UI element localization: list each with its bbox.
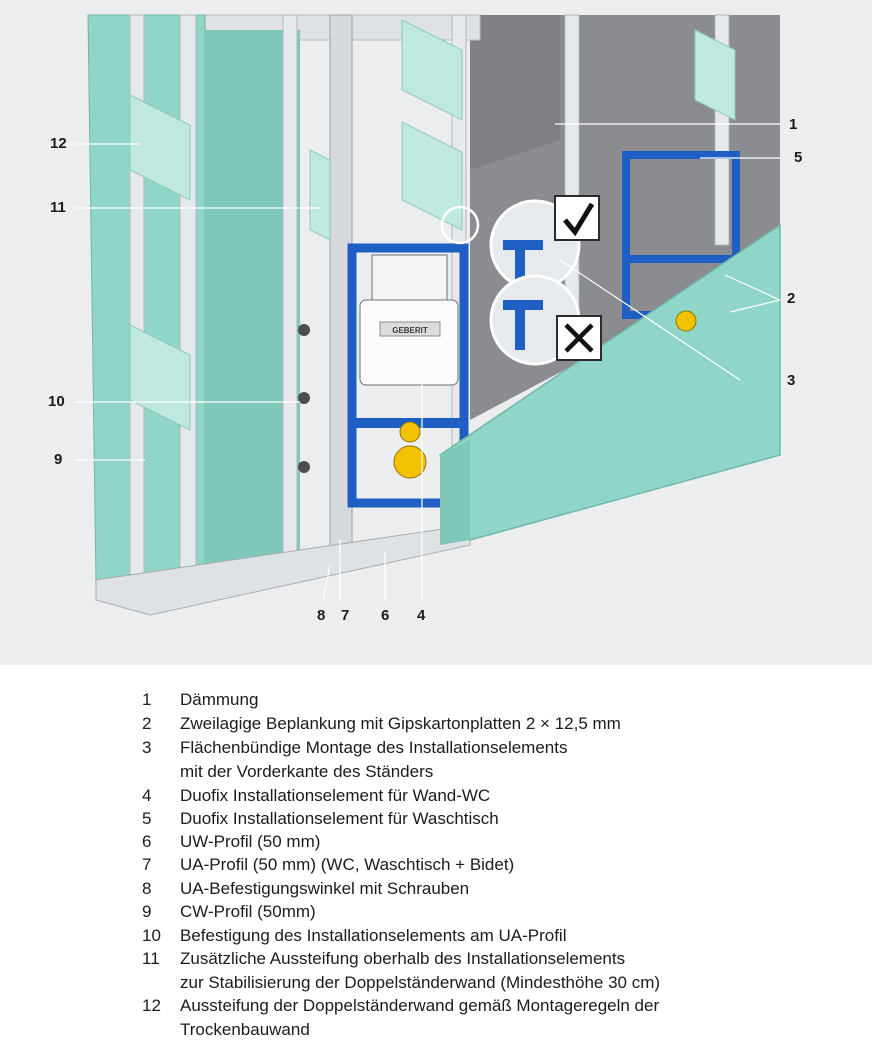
washbasin-crossbar [626, 255, 736, 263]
check-mark-icon [563, 202, 595, 237]
legend-text: UA-Profil (50 mm) (WC, Waschtisch + Bide… [180, 855, 515, 874]
wc-water-fitting [399, 421, 421, 443]
legend-number: 6 [142, 832, 152, 851]
front-gypsum-board-edge [440, 440, 470, 545]
wc-brand-text: GEBERIT [392, 326, 428, 335]
bracing-plate-top-b [401, 121, 463, 231]
screw-1 [298, 324, 310, 336]
bracing-plate-top-a [401, 19, 463, 121]
installation-diagram: GEBERIT [0, 0, 872, 665]
wc-logo-plate [379, 321, 441, 337]
bracing-plate-lower-left [129, 324, 191, 431]
yellow-connector [675, 310, 697, 332]
legend-text: Dämmung [180, 690, 259, 709]
callout-7: 7 [341, 607, 350, 624]
legend-number: 11 [142, 949, 160, 968]
callout-1: 1 [789, 116, 798, 133]
wc-drain-fitting [393, 445, 427, 479]
diagram-drawing: GEBERIT [75, 14, 781, 616]
legend-number: 10 [142, 926, 161, 945]
legend-text: Duofix Installationselement für Wand-WC [180, 786, 491, 805]
callout-10: 10 [48, 393, 65, 410]
screw-3 [298, 461, 310, 473]
left-gypsum-wall-inner [205, 30, 300, 570]
callout-2: 2 [787, 290, 796, 307]
legend-number: 5 [142, 809, 152, 828]
legend-text: Aussteifung der Doppelständerwand gemäß … [180, 996, 660, 1015]
leader-lines [75, 123, 781, 601]
legend-text: Befestigung des Installationselements am… [180, 926, 567, 945]
bracing-plate-middle [309, 149, 331, 241]
detail-bottom-post [515, 300, 525, 350]
callout-9: 9 [54, 451, 63, 468]
bracing-plate-upper-left [129, 94, 191, 201]
legend-text: Zusätzliche Aussteifung oberhalb des Ins… [180, 949, 626, 968]
wc-frame [347, 243, 469, 508]
legend-text: Zweilagige Beplankung mit Gipskartonplat… [180, 714, 621, 733]
callout-5: 5 [794, 149, 803, 166]
legend-text: Duofix Installationselement für Waschtis… [180, 809, 499, 828]
legend-number: 1 [142, 690, 152, 709]
wc-cistern [371, 254, 448, 301]
bracing-plate-right-a [694, 29, 736, 121]
legend-text: zur Stabilisierung der Doppelständerwand… [180, 973, 661, 992]
legend-text: UA-Befestigungswinkel mit Schrauben [180, 879, 470, 898]
uw-profile-track [95, 524, 471, 616]
cw-profile-3 [282, 14, 298, 561]
legend-number: 8 [142, 879, 152, 898]
callout-4: 4 [417, 607, 426, 624]
legend-number: 2 [142, 714, 152, 733]
detail-top-post [515, 240, 525, 285]
legend-text: Trockenbauwand [180, 1020, 310, 1039]
legend-number: 3 [142, 738, 152, 757]
callout-11: 11 [50, 199, 66, 216]
legend-text: Flächenbündige Montage des Installations… [180, 738, 568, 757]
legend-text: UW-Profil (50 mm) [180, 832, 321, 851]
callout-8: 8 [317, 607, 326, 624]
insulation-upper [470, 15, 560, 170]
legend-text: mit der Vorderkante des Ständers [180, 762, 434, 781]
callout-6: 6 [381, 607, 390, 624]
legend-text: CW-Profil (50mm) [180, 902, 316, 921]
legend-number: 7 [142, 855, 152, 874]
wc-cistern-body [359, 299, 459, 386]
legend-number: 4 [142, 786, 152, 805]
cw-profile-2 [179, 14, 197, 601]
callout-3: 3 [787, 372, 796, 389]
screw-2 [298, 392, 310, 404]
legend-number: 12 [142, 996, 161, 1015]
legend-number: 9 [142, 902, 152, 921]
detail-circle-small [440, 205, 480, 245]
cross-mark-icon [564, 323, 594, 353]
callout-12: 12 [50, 135, 67, 152]
